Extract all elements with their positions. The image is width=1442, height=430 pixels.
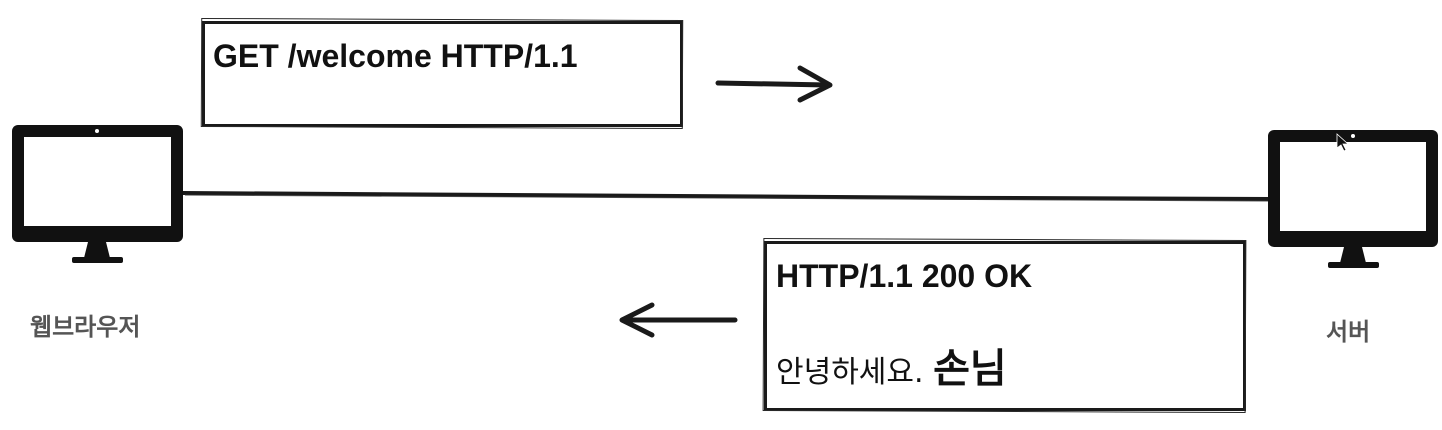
response-status-line: HTTP/1.1 200 OK <box>776 258 1033 294</box>
request-box: GET /welcome HTTP/1.1 <box>202 21 683 127</box>
server-label: 서버 <box>1326 318 1371 346</box>
response-body-text: 안녕하세요. <box>776 355 924 390</box>
response-box: HTTP/1.1 200 OK 안녕하세요. 손님 <box>764 241 1246 411</box>
request-line: GET /welcome HTTP/1.1 <box>213 38 578 74</box>
connection-line-sketch <box>184 194 1269 202</box>
client-monitor-icon <box>12 125 183 263</box>
cursor-icon <box>1336 133 1350 152</box>
response-body-emphasis: 손님 <box>933 346 1007 392</box>
server-monitor-icon <box>1268 130 1438 268</box>
client-label: 웹브라우저 <box>30 313 141 341</box>
response-body: 안녕하세요. 손님 <box>776 336 1007 394</box>
connection-line <box>181 191 1272 201</box>
request-arrow <box>715 65 833 103</box>
response-arrow <box>619 302 738 338</box>
